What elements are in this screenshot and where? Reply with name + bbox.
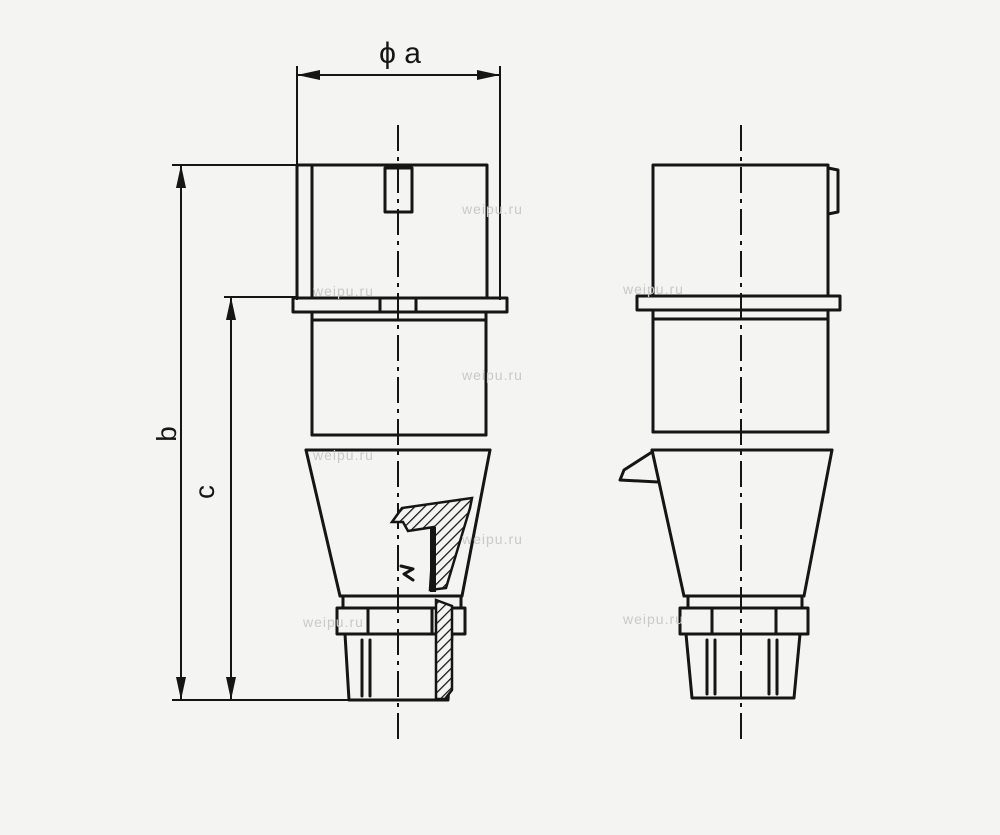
dimension-b-label: b <box>151 426 182 442</box>
watermark: weipu.ru <box>312 447 374 463</box>
watermark-layer: weipu.ru weipu.ru weipu.ru weipu.ru weip… <box>302 201 684 630</box>
arrowhead-b-bottom <box>176 677 186 700</box>
plug-side-view <box>618 125 842 745</box>
arrowhead-b-top <box>176 165 186 188</box>
front-head <box>295 163 489 300</box>
dimension-a-label: ϕ a <box>379 37 421 70</box>
side-latch <box>826 166 840 216</box>
watermark: weipu.ru <box>461 201 523 217</box>
front-grip-left-edge <box>304 448 342 598</box>
side-gland-nut <box>678 606 810 636</box>
arrowhead-right <box>477 70 500 80</box>
watermark: weipu.ru <box>461 367 523 383</box>
side-cable-entry <box>684 632 802 700</box>
watermark: weipu.ru <box>312 283 374 299</box>
dimension-c-label: c <box>189 485 220 499</box>
front-key-slot <box>383 166 414 214</box>
front-flange <box>291 296 509 314</box>
side-grip-left-edge <box>650 448 686 598</box>
front-cable-seal-hatch <box>434 598 454 701</box>
arrowhead-left <box>297 70 320 80</box>
watermark: weipu.ru <box>622 611 684 627</box>
side-flange <box>635 294 842 312</box>
side-nut-ring <box>686 594 804 610</box>
arrowhead-c-bottom <box>226 677 236 700</box>
watermark: weipu.ru <box>461 531 523 547</box>
front-thread-mark <box>399 564 415 582</box>
side-tab <box>618 450 660 484</box>
side-grip-right-edge <box>802 448 834 598</box>
dimension-c: c <box>189 296 296 700</box>
front-section-hatch <box>389 496 474 592</box>
front-grip-right-edge <box>460 448 492 598</box>
watermark: weipu.ru <box>622 281 684 297</box>
arrowhead-c-top <box>226 297 236 320</box>
front-gland-nut <box>335 606 467 636</box>
watermark: weipu.ru <box>302 614 364 630</box>
plug-front-view <box>291 125 509 740</box>
